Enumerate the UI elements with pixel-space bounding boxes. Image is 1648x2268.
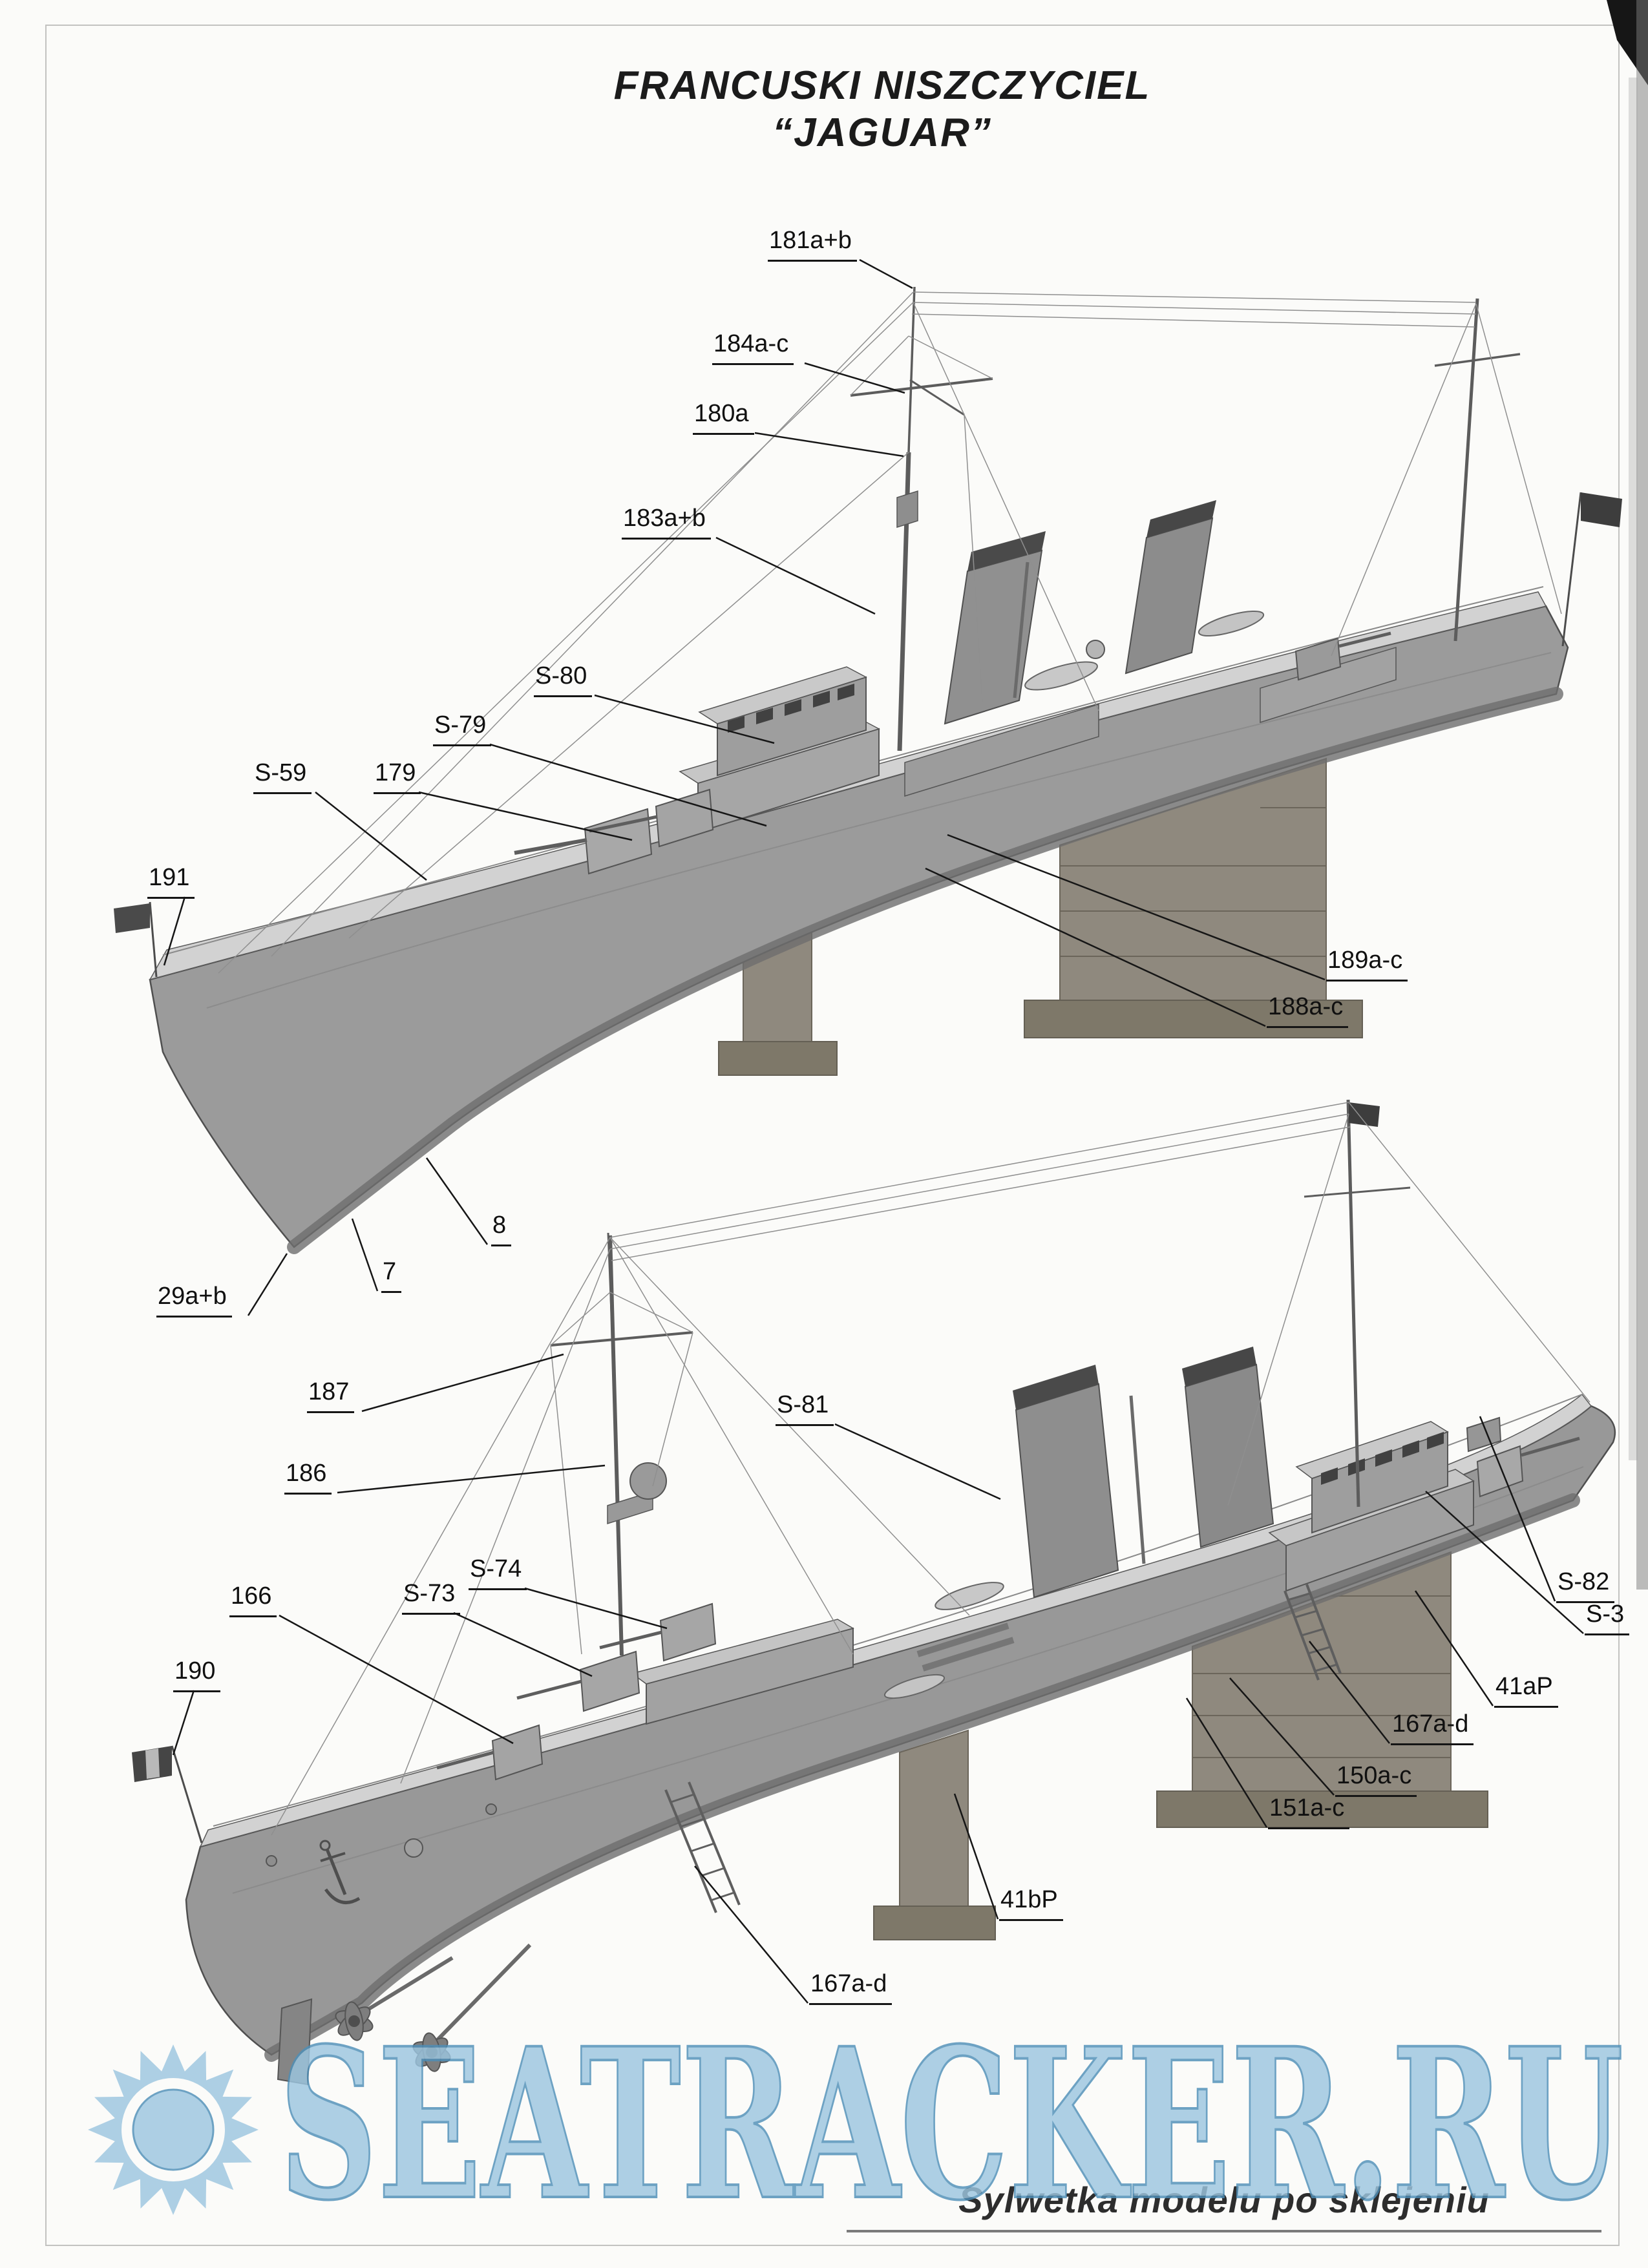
title-line-2: “JAGUAR” xyxy=(772,110,992,156)
display-stand xyxy=(718,757,1363,1076)
hull-plating-line xyxy=(206,652,1552,1009)
bridge-windows xyxy=(728,684,854,733)
stern-staff-and-flag xyxy=(1561,492,1622,647)
rigging xyxy=(218,291,1562,974)
stern-flag xyxy=(1581,492,1622,527)
propellers-and-rudder xyxy=(277,1943,532,2086)
bow-jackstaff-and-flag xyxy=(114,901,158,978)
mainmast xyxy=(1434,298,1521,642)
capstan xyxy=(404,1838,423,1858)
aft-gun-barrel xyxy=(1338,631,1391,648)
display-stand xyxy=(873,1551,1488,1940)
masthead-flag xyxy=(1349,1102,1380,1127)
rangefinder xyxy=(1466,1416,1502,1453)
stern-deck-fittings xyxy=(266,1803,497,1904)
gun-shield-s74 xyxy=(659,1602,717,1662)
ships-boat xyxy=(1198,610,1265,637)
crows-nest xyxy=(896,490,918,529)
aft-gun-shield xyxy=(1294,637,1342,681)
title-line-1: FRANCUSKI NISZCZYCIEL xyxy=(613,63,1151,108)
ships-boat xyxy=(1024,661,1098,691)
page-title: FRANCUSKI NISZCZYCIEL “JAGUAR” xyxy=(452,62,1312,156)
torpedo-tubes xyxy=(916,1622,1015,1672)
aft-deckhouse xyxy=(1260,631,1397,724)
director xyxy=(629,1462,667,1500)
forward-gun-shield xyxy=(1476,1445,1524,1498)
hull-ladders xyxy=(664,1584,1342,1913)
scan-edge-artifact xyxy=(1607,0,1648,1590)
bridge-windows xyxy=(1321,1432,1444,1485)
bridge-superstructure xyxy=(1268,1416,1580,1592)
steam-pipe xyxy=(1013,562,1030,698)
forward-guns xyxy=(514,788,714,875)
steam-pipe xyxy=(1129,1395,1146,1564)
propeller xyxy=(412,2032,451,2072)
propeller xyxy=(335,2001,374,2041)
mainmast xyxy=(550,1232,693,1656)
hull-bottom-shade xyxy=(264,1493,1580,2062)
funnels xyxy=(944,500,1216,725)
stern-staff-and-flag xyxy=(132,1745,203,1843)
funnels xyxy=(1013,1347,1274,1599)
hull-bottom-shade xyxy=(287,687,1563,1254)
foremast xyxy=(1304,1099,1411,1507)
top-ship-illustration xyxy=(114,286,1622,1254)
leader-lines xyxy=(163,258,1584,2004)
searchlight xyxy=(1086,640,1105,659)
rudder xyxy=(277,1998,313,2086)
bow-flag xyxy=(114,903,150,933)
aft-guns-and-deckhouse xyxy=(436,1602,854,1781)
gun-shield-s73 xyxy=(579,1650,640,1712)
bottom-ship-illustration xyxy=(132,1099,1616,2086)
boats xyxy=(883,1582,1004,1699)
caption: Sylwetka modelu po sklejeniu xyxy=(847,2179,1601,2232)
